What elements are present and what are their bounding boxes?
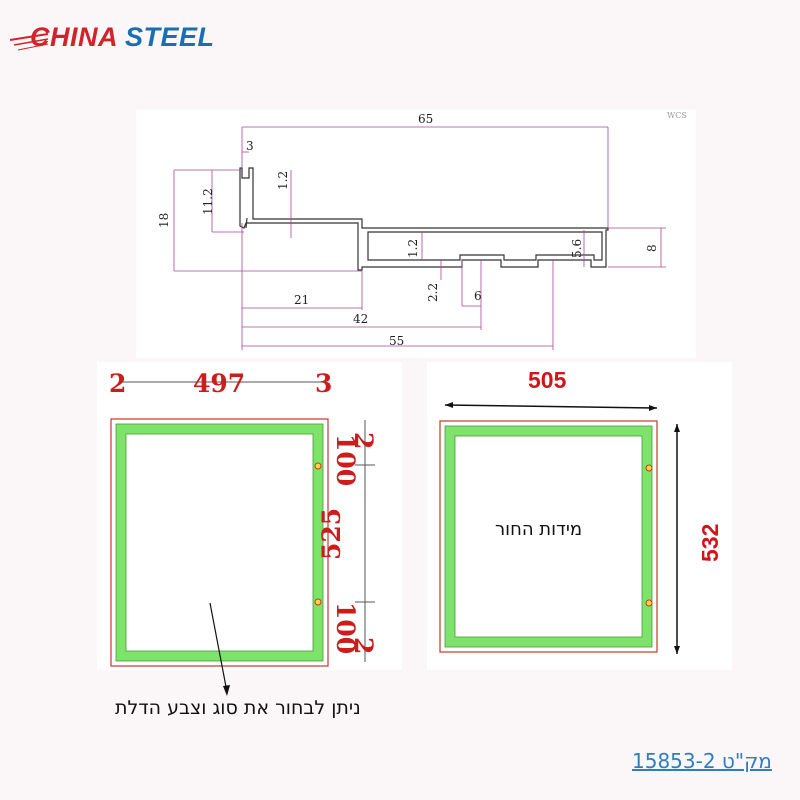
frame-left-right-top-offset: 100 — [331, 434, 360, 486]
frame-left-right-bottom-offset: 100 — [331, 602, 360, 654]
frame-right-width: 505 — [528, 367, 567, 393]
frame-right-height: 532 — [697, 524, 723, 562]
frame-drawing-right: 505 532 — [427, 362, 732, 670]
dim-overall-width: 65 — [418, 112, 433, 126]
dim-total-height: 18 — [157, 213, 171, 228]
catalog-number-link[interactable]: מק"ט 15853-2 — [632, 749, 772, 773]
hole-dimensions-label: מידות החור — [495, 519, 583, 540]
dim-21: 21 — [294, 293, 309, 307]
logo-steel: STEEL — [125, 22, 215, 52]
frame-left-right-bottom-margin: 2 — [349, 637, 378, 654]
dim-right-height: 5.6 — [570, 239, 584, 258]
frame-drawing-left: 2 497 3 2 100 525 100 2 — [97, 362, 402, 670]
frame-right-svg: 505 532 — [439, 367, 723, 654]
frame-left-right-top-margin: 2 — [349, 432, 378, 449]
dim-lip-thickness: 1.2 — [276, 171, 290, 190]
dim-inner-height: 11.2 — [201, 188, 215, 215]
watermark: WCS — [667, 111, 687, 120]
profile-drawing-panel: WCS 65 3 1.2 11.2 — [136, 110, 696, 358]
frame-left-top-left: 2 — [109, 369, 126, 398]
logo-text: CHINA STEEL — [30, 18, 215, 56]
frame-left-top-width: 497 — [193, 369, 245, 398]
dim-lip: 3 — [246, 139, 254, 153]
frame-left-svg: 2 497 3 2 100 525 100 2 — [109, 369, 378, 667]
dim-slot-width: 6 — [474, 289, 482, 303]
frame-left-top-right: 3 — [315, 369, 332, 398]
frame-left-right-middle: 525 — [317, 508, 346, 560]
profile-drawing: WCS 65 3 1.2 11.2 — [157, 111, 687, 350]
dimension-lines — [173, 126, 666, 350]
dim-base-height: 8 — [645, 244, 659, 252]
door-choice-note: ניתן לבחור את סוג וצבע הדלת — [115, 697, 361, 719]
logo-swoosh-icon — [9, 33, 49, 51]
dim-slot-depth: 2.2 — [426, 283, 440, 302]
leader-arrow-icon — [209, 602, 230, 696]
dim-42: 42 — [353, 312, 368, 326]
china-steel-logo: CHINA STEEL — [8, 18, 218, 58]
dim-55: 55 — [389, 334, 404, 348]
dim-channel-thickness: 1.2 — [406, 239, 420, 258]
profile-outline — [239, 167, 609, 271]
logo-china: CHINA — [30, 22, 117, 52]
